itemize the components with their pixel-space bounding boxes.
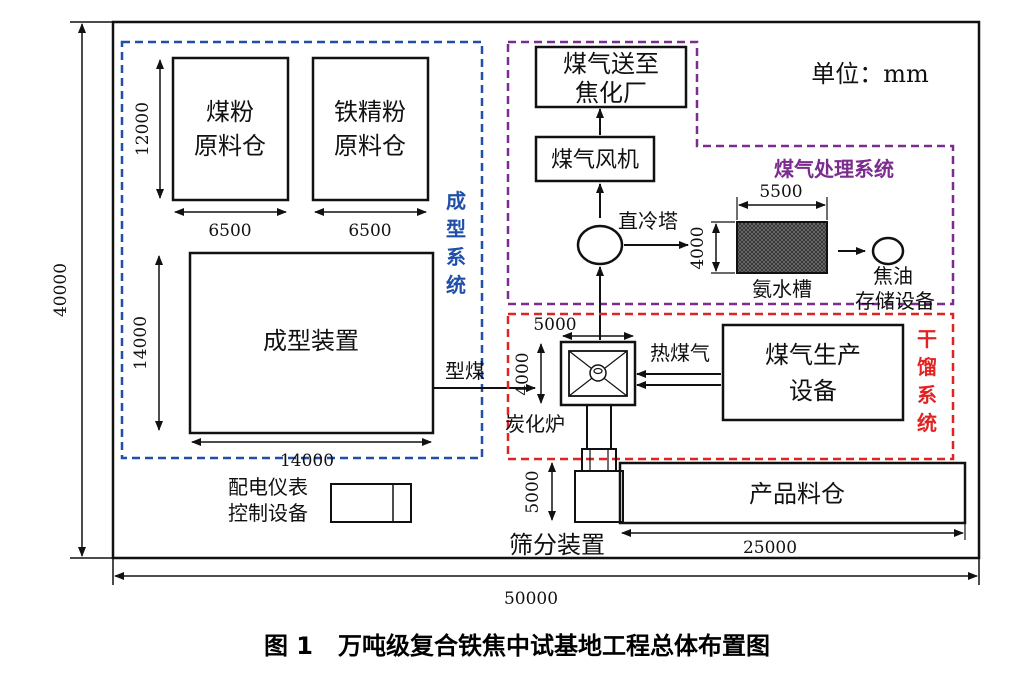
dry-system-label: 干 馏 系 统 xyxy=(917,327,937,435)
dry-system-boundary xyxy=(506,312,955,461)
coal-silo xyxy=(171,56,290,202)
total-height-dimension: 40000 xyxy=(51,21,113,559)
iron-silo-label-1: 铁精粉 xyxy=(334,98,406,126)
svg-text:4000: 4000 xyxy=(513,352,533,395)
iron-silo xyxy=(311,56,430,202)
forming-device xyxy=(188,251,435,435)
svg-text:5500: 5500 xyxy=(759,182,802,202)
svg-text:6500: 6500 xyxy=(348,221,391,241)
forming-system-boundary xyxy=(120,40,484,460)
svg-text:成: 成 xyxy=(446,189,466,213)
product-silo xyxy=(618,461,967,525)
forming-system-label: 成 型 系 统 xyxy=(446,189,466,297)
coal-silo-label-1: 煤粉 xyxy=(206,98,254,126)
tar-storage xyxy=(871,236,905,266)
svg-text:统: 统 xyxy=(446,273,466,297)
gas-generator xyxy=(721,323,905,422)
gas-fan-label: 煤气风机 xyxy=(551,148,639,173)
furnace-height-dimension: 4000 xyxy=(513,343,545,404)
figure-caption: 图 1 万吨级复合铁焦中试基地工程总体布置图 xyxy=(264,632,770,660)
svg-text:14000: 14000 xyxy=(280,451,334,471)
svg-text:馏: 馏 xyxy=(917,355,937,379)
iron-silo-label-2: 原料仓 xyxy=(334,132,406,160)
svg-text:系: 系 xyxy=(446,245,466,269)
gas-generator-label-2: 设备 xyxy=(789,377,837,405)
svg-text:干: 干 xyxy=(917,327,937,351)
furnace-stem xyxy=(586,404,612,450)
site-boundary xyxy=(111,20,981,560)
coal-silo-label-2: 原料仓 xyxy=(194,132,266,160)
total-height-label: 40000 xyxy=(51,263,71,317)
screening-device xyxy=(574,470,624,523)
svg-text:5000: 5000 xyxy=(523,470,543,513)
power-label-2: 控制设备 xyxy=(228,501,308,525)
gas-fan-box xyxy=(534,135,656,183)
furnace-inner xyxy=(568,350,628,397)
cooling-tower-label: 直冷塔 xyxy=(618,209,678,233)
svg-text:14000: 14000 xyxy=(131,316,151,370)
gas-system-label: 煤气处理系统 xyxy=(774,157,894,181)
tar-label-2: 存储设备 xyxy=(855,289,935,313)
svg-text:4000: 4000 xyxy=(688,226,708,269)
gas-to-plant-box xyxy=(534,45,688,109)
screen-height-dimension: 5000 xyxy=(523,462,556,521)
ammonia-height-dimension: 4000 xyxy=(688,221,735,274)
furnace-symbol xyxy=(568,350,628,397)
forming-device-label: 成型装置 xyxy=(263,327,359,355)
coal-width-dimension: 6500 xyxy=(174,208,287,241)
product-width-dimension: 25000 xyxy=(621,523,966,558)
iron-width-dimension: 6500 xyxy=(314,208,427,241)
forming-width-dimension: 14000 xyxy=(191,438,432,471)
svg-text:5000: 5000 xyxy=(533,315,576,335)
tar-label-1: 焦油 xyxy=(873,264,913,288)
ammonia-width-dimension: 5500 xyxy=(736,182,828,220)
svg-text:6500: 6500 xyxy=(208,221,251,241)
svg-text:型: 型 xyxy=(446,217,466,241)
total-width-dimension: 50000 xyxy=(112,558,980,609)
gas-system-boundary xyxy=(506,40,955,306)
briquette-label: 型煤 xyxy=(445,359,485,383)
screening-label: 筛分装置 xyxy=(509,531,605,559)
ammonia-tank-label: 氨水槽 xyxy=(752,277,812,301)
power-label-1: 配电仪表 xyxy=(228,475,308,499)
hot-gas-label: 热煤气 xyxy=(650,341,710,365)
furnace-width-dimension: 5000 xyxy=(533,315,634,340)
total-width-label: 50000 xyxy=(504,589,558,609)
furnace-label: 炭化炉 xyxy=(505,412,565,436)
unit-label: 单位：mm xyxy=(811,60,929,88)
svg-text:25000: 25000 xyxy=(743,538,797,558)
product-silo-label: 产品料仓 xyxy=(749,480,845,508)
svg-text:12000: 12000 xyxy=(133,102,153,156)
svg-text:系: 系 xyxy=(917,383,937,407)
silo-height-dimension: 12000 xyxy=(133,59,164,199)
forming-height-dimension: 14000 xyxy=(131,255,163,431)
svg-text:统: 统 xyxy=(917,411,937,435)
gas-to-plant-label-1: 煤气送至 xyxy=(563,50,659,78)
gas-generator-label-1: 煤气生产 xyxy=(765,341,861,369)
ammonia-tank xyxy=(736,221,828,274)
gas-to-plant-label-2: 焦化厂 xyxy=(575,79,647,107)
cooling-tower xyxy=(576,224,624,266)
power-control-box xyxy=(330,483,412,523)
